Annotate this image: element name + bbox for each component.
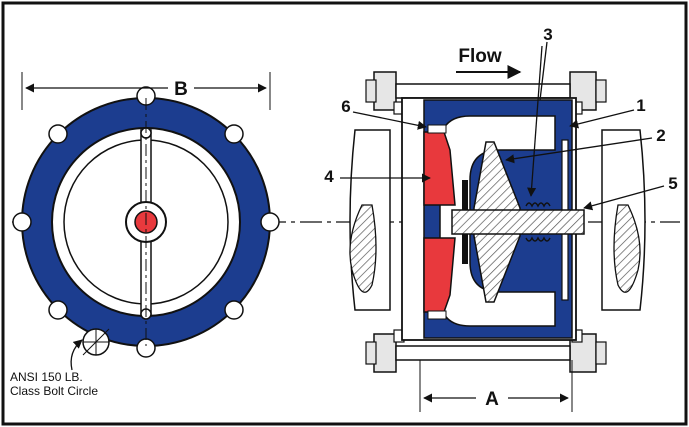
top-bolt-rod xyxy=(395,83,571,99)
callout-1: 1 xyxy=(636,96,645,115)
callout-leaders xyxy=(340,41,665,211)
screw-bottom xyxy=(427,310,447,320)
section-view xyxy=(349,71,646,373)
callout-5: 5 xyxy=(668,174,677,193)
flow-label: Flow xyxy=(458,46,501,67)
dim-b-label: B xyxy=(174,79,188,100)
screw-top xyxy=(427,124,447,134)
bolt-circle-label-2: Class Bolt Circle xyxy=(10,384,98,398)
callout-6: 6 xyxy=(341,97,350,116)
spring xyxy=(525,202,551,242)
bolt-circle-label-1: ANSI 150 LB. xyxy=(10,370,83,384)
dim-a-label: A xyxy=(485,389,499,410)
end-view xyxy=(12,72,280,371)
left-gasket xyxy=(349,204,377,293)
right-gasket xyxy=(613,204,641,293)
shaft xyxy=(451,209,585,235)
top-bolt-nut-left xyxy=(373,71,397,111)
callout-4: 4 xyxy=(324,167,334,186)
bottom-bolt-nut-left xyxy=(373,333,397,373)
seat-bottom xyxy=(423,237,456,313)
callout-3: 3 xyxy=(543,25,552,44)
bottom-bolt-rod xyxy=(395,345,571,361)
bolt-circle-leader xyxy=(70,339,83,371)
callout-2: 2 xyxy=(656,126,665,145)
